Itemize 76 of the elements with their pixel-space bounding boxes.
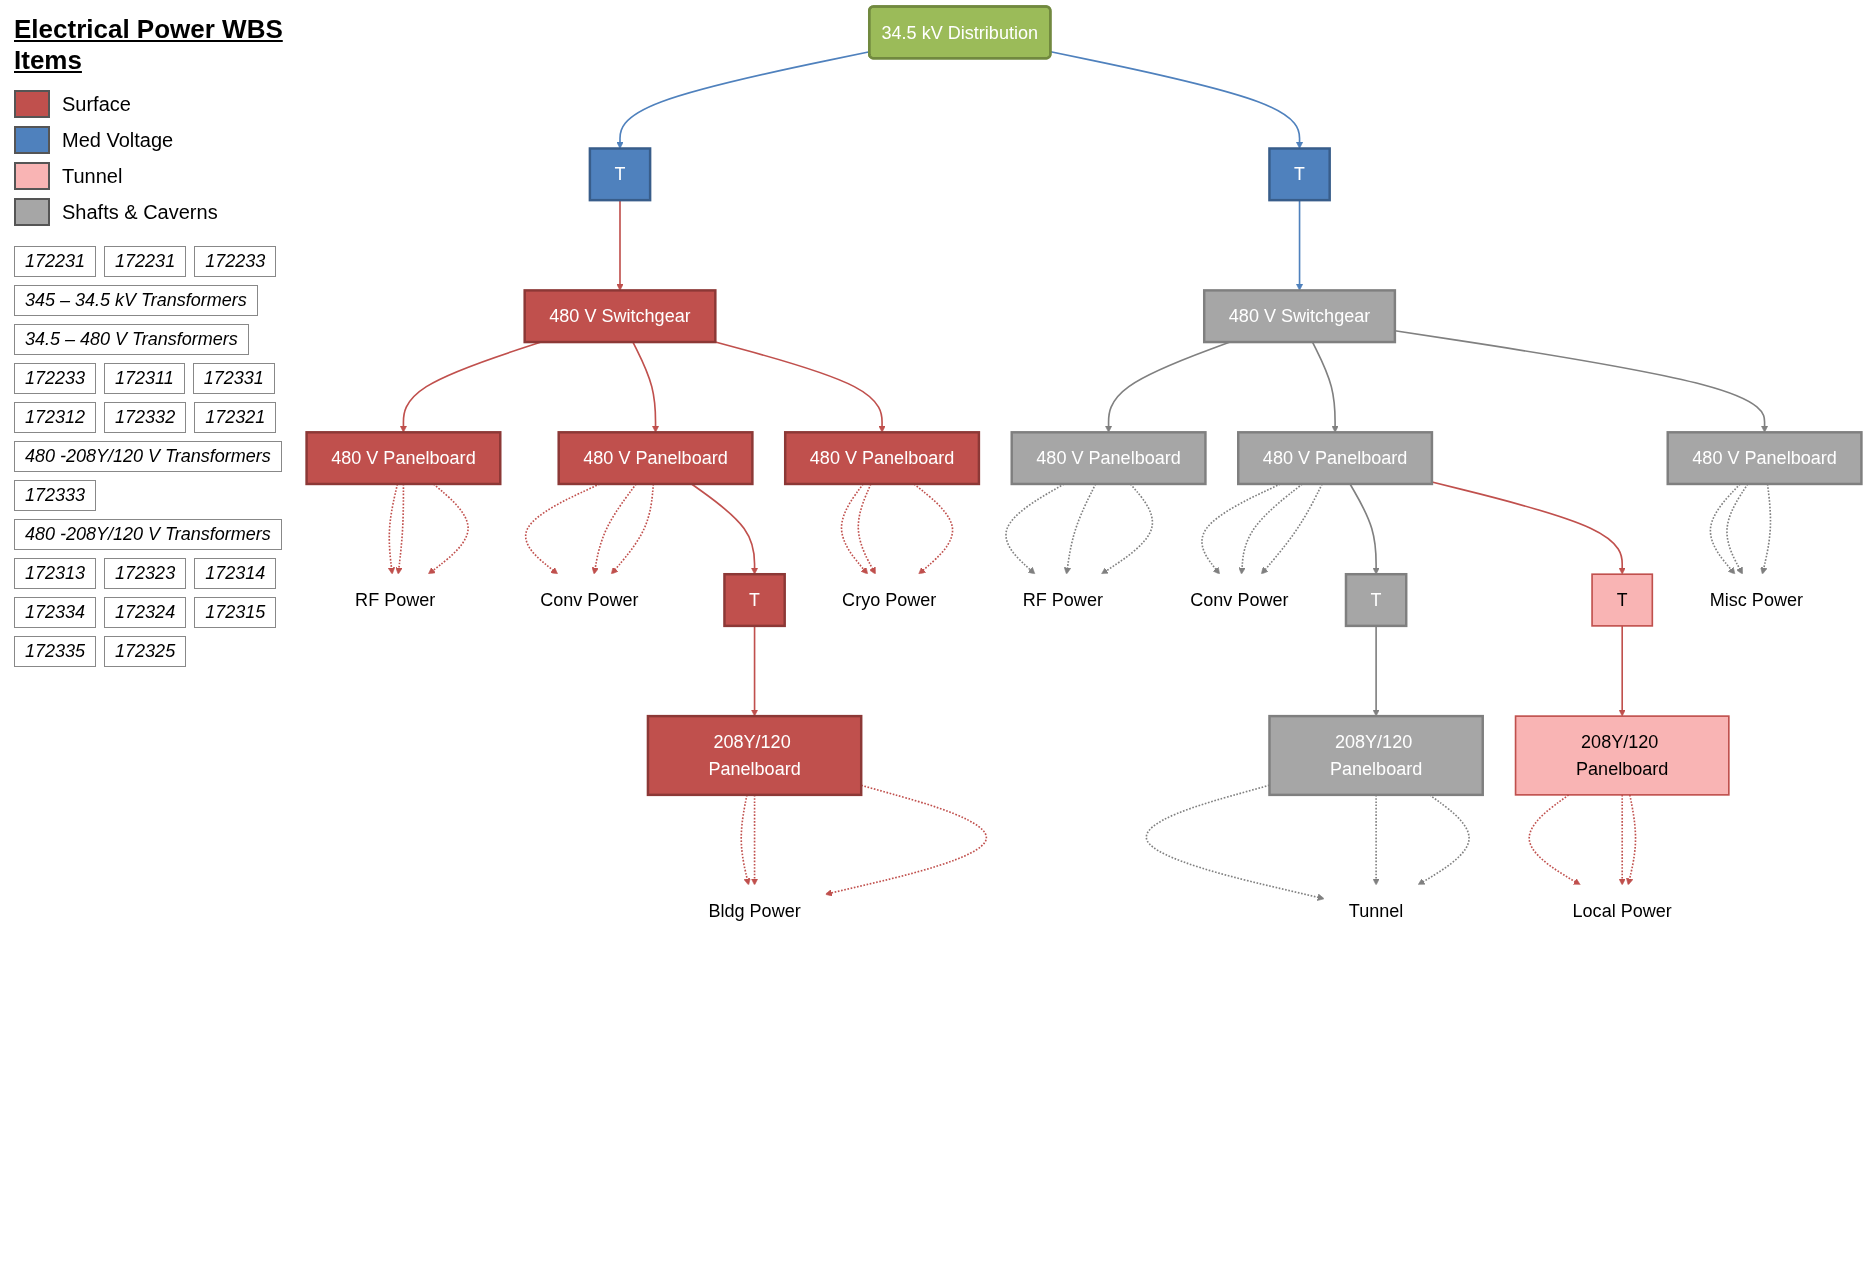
node-text: Local Power [1572, 900, 1672, 922]
node-box: T [588, 147, 652, 202]
arrow [825, 784, 987, 897]
node-text: Misc Power [1709, 589, 1803, 611]
wbs-number: 172332 [104, 402, 187, 433]
node-text: Tunnel [1348, 900, 1404, 922]
arrow [1372, 625, 1380, 717]
arrow [1618, 794, 1626, 886]
legend-label: Surface [62, 92, 131, 116]
arrow [1626, 794, 1637, 886]
arrow [913, 483, 954, 575]
node-box: 480 V Panelboard [1010, 431, 1207, 486]
arrow [1394, 329, 1769, 433]
arrow [1101, 483, 1154, 575]
wbs-number: 172311 [104, 363, 185, 394]
wbs-number: 172335 [14, 636, 97, 667]
arrow [1726, 483, 1749, 575]
arrow [1431, 481, 1626, 575]
arrow [857, 483, 876, 575]
wbs-number: 172312 [14, 402, 97, 433]
wbs-number: 480 -208Y/120 V Transformers [14, 441, 282, 472]
arrow [1349, 483, 1380, 575]
legend-label: Tunnel [62, 164, 123, 188]
legend-label: Med Voltage [62, 128, 174, 152]
node-text: Conv Power [540, 589, 639, 611]
wbs-number: 172325 [104, 636, 187, 667]
wbs-number: 172321 [194, 402, 277, 433]
arrow [1528, 794, 1581, 886]
arrow [840, 483, 869, 575]
node-box: T [723, 573, 786, 628]
node-box: 480 V Panelboard [1666, 431, 1863, 486]
node-box: 480 V Panelboard [305, 431, 502, 486]
wbs-number: 172334 [14, 597, 97, 628]
wbs-number: 172315 [194, 597, 277, 628]
arrow [1238, 483, 1304, 575]
arrow [1145, 784, 1325, 901]
node-box: 480 V Switchgear [1203, 289, 1397, 344]
wbs-number: 172331 [192, 363, 275, 394]
wbs-number: 34.5 – 480 V Transformers [14, 324, 249, 355]
wbs-number: 172231 [14, 246, 97, 277]
arrow [1618, 625, 1626, 717]
wbs-number: 172233 [194, 246, 277, 277]
wbs-number: 172313 [14, 558, 97, 589]
node-box: T [1268, 147, 1331, 202]
wbs-number: 172323 [104, 558, 187, 589]
node-box: T [1591, 573, 1654, 627]
wbs-number: 172314 [194, 558, 277, 589]
node-text: RF Power [355, 589, 436, 611]
node-box: 208Y/120 Panelboard [1268, 714, 1484, 797]
node-text: RF Power [1022, 589, 1103, 611]
node-box: 480 V Switchgear [523, 289, 717, 344]
wbs-number: 172233 [14, 363, 97, 394]
wbs-number: 172231 [104, 246, 187, 277]
node-text: Conv Power [1190, 589, 1289, 611]
arrow [1709, 483, 1741, 575]
legend-label: Shafts & Caverns [62, 200, 218, 224]
arrow [1063, 483, 1097, 575]
node-box: T [1344, 573, 1408, 628]
node-box: 480 V Panelboard [557, 431, 754, 486]
wbs-number: 480 -208Y/120 V Transformers [14, 519, 282, 550]
arrow [1417, 794, 1470, 886]
node-box: 480 V Panelboard [783, 431, 981, 486]
node-text: Cryo Power [842, 589, 937, 611]
arrow [714, 341, 886, 433]
arrow [750, 625, 759, 717]
arrow [591, 483, 637, 575]
wbs-number: 172333 [14, 480, 97, 511]
arrow [690, 483, 759, 575]
diagram-title: Electrical Power WBS Items [14, 14, 284, 76]
node-text: Bldg Power [708, 900, 801, 922]
node-box: 208Y/120 Panelboard [646, 714, 863, 797]
arrow [427, 483, 469, 575]
node-box: 208Y/120 Panelboard [1514, 715, 1730, 796]
wbs-number: 172324 [104, 597, 187, 628]
wbs-number: 345 – 34.5 kV Transformers [14, 285, 258, 316]
node-box: 480 V Panelboard [1237, 431, 1434, 486]
